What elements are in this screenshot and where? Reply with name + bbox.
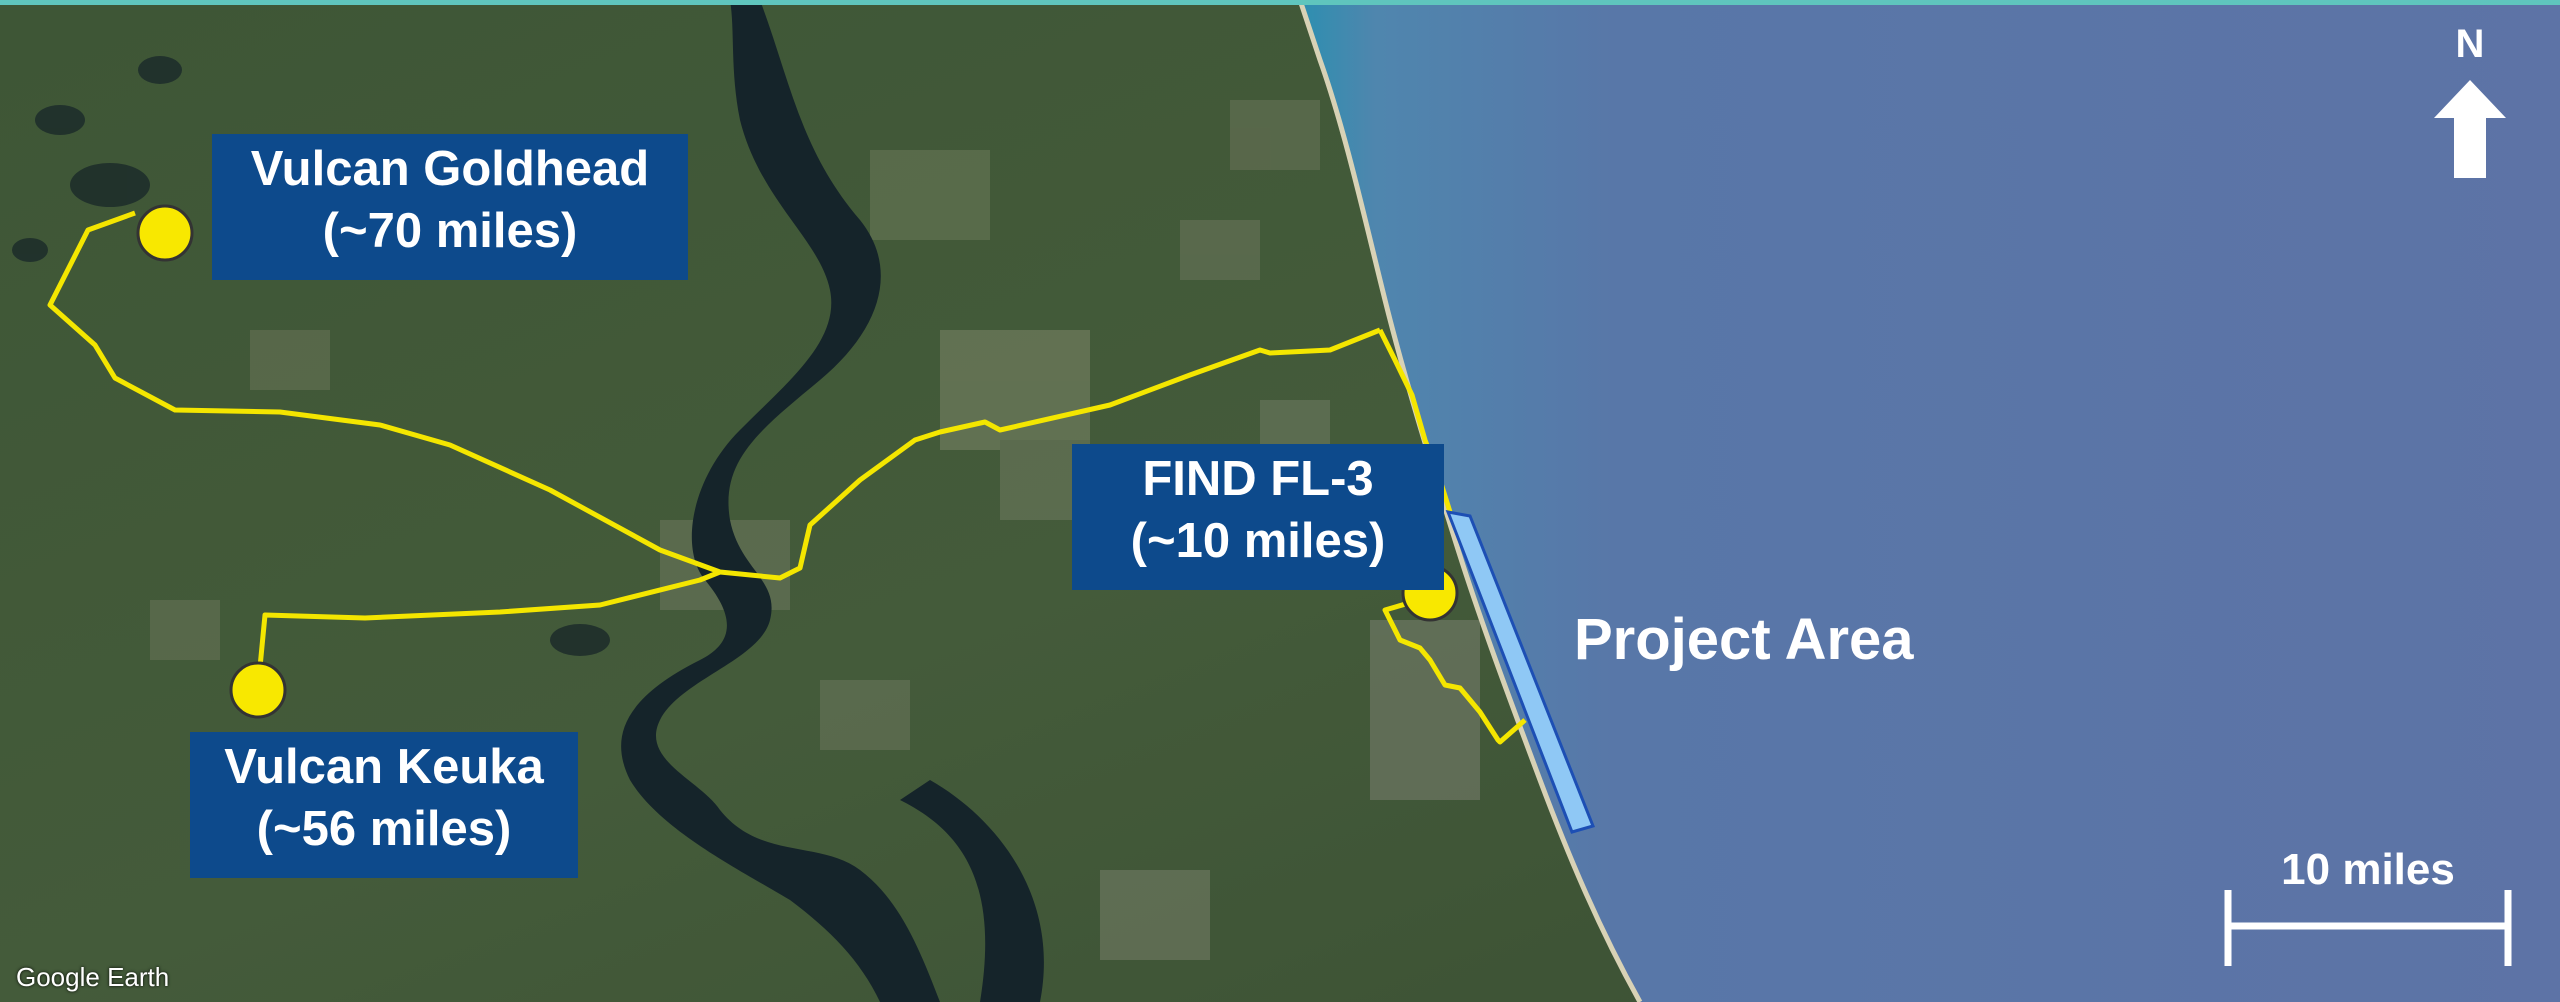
river-lower <box>900 780 1044 1002</box>
route-find <box>1382 594 1527 745</box>
site-distance: (~10 miles) <box>1130 514 1386 568</box>
project-area-label: Project Area <box>1574 607 1914 672</box>
project-area-polygon[interactable] <box>1445 510 1596 834</box>
site-label-keuka[interactable]: Vulcan Keuka (~56 miles) <box>190 732 578 878</box>
site-name: FIND FL-3 <box>1142 452 1374 506</box>
site-distance: (~70 miles) <box>322 204 578 258</box>
site-marker-goldhead[interactable] <box>136 204 194 262</box>
scale-bar <box>2224 890 2512 966</box>
site-marker-keuka[interactable] <box>229 661 287 719</box>
north-arrow-icon <box>2434 80 2506 178</box>
ocean <box>1300 0 2560 1002</box>
site-name: Vulcan Keuka <box>224 740 544 794</box>
site-name: Vulcan Goldhead <box>250 142 650 196</box>
route-goldhead <box>47 210 1381 581</box>
site-label-goldhead[interactable]: Vulcan Goldhead (~70 miles) <box>212 134 688 280</box>
north-label: N <box>2455 22 2485 66</box>
site-label-find[interactable]: FIND FL-3 (~10 miles) <box>1072 444 1444 590</box>
lakes <box>12 56 610 656</box>
map-attribution: Google Earth <box>16 962 170 992</box>
scale-label: 10 miles <box>2281 845 2455 894</box>
site-distance: (~56 miles) <box>256 802 512 856</box>
top-accent-strip <box>0 0 2560 5</box>
river <box>621 0 940 1002</box>
route-keuka <box>255 569 721 689</box>
